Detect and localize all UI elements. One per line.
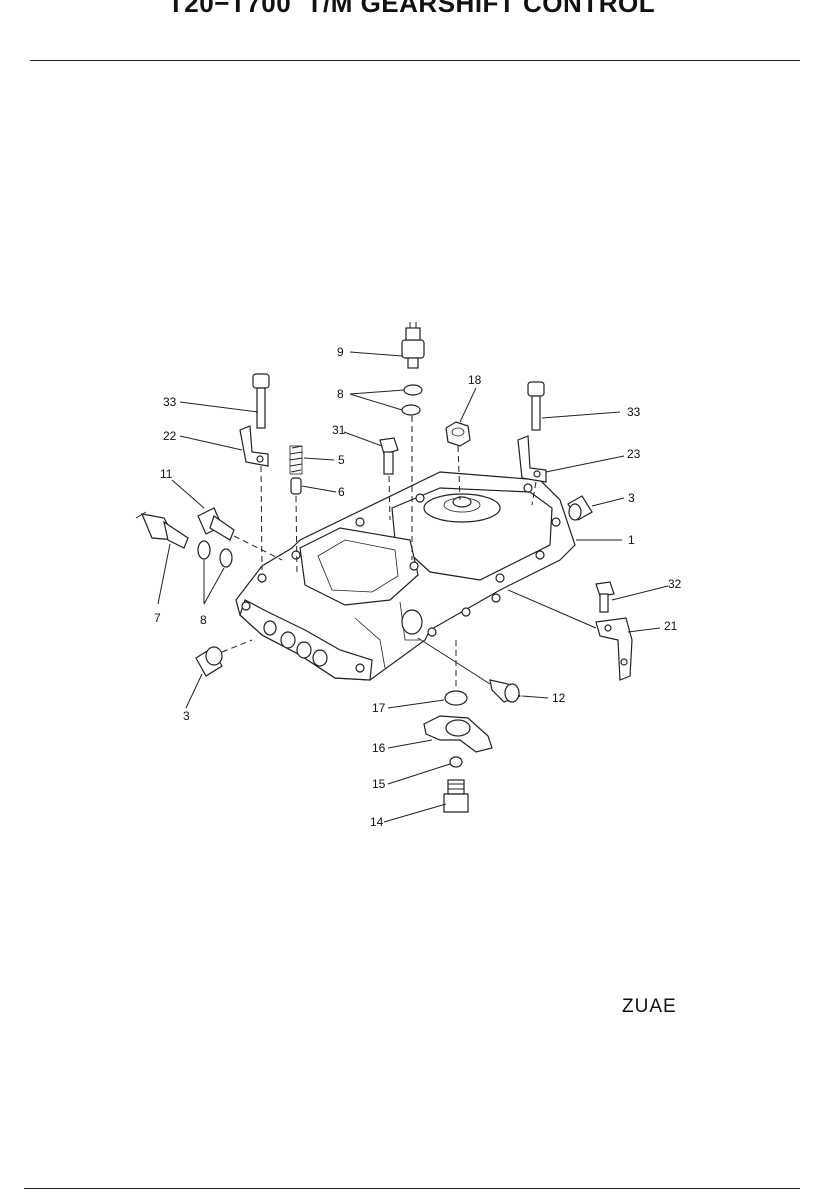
callout-16: 16 (372, 741, 386, 755)
callout-32: 32 (668, 577, 682, 591)
page-title: T20−T700 T/M GEARSHIFT CONTROL (167, 0, 656, 18)
callout-3-left: 3 (183, 709, 190, 723)
callout-6: 6 (338, 485, 345, 499)
part-17-washer (444, 690, 468, 706)
part-8-washer-a (197, 540, 211, 560)
callout-23: 23 (627, 447, 641, 461)
gearshift-case (235, 471, 576, 681)
callout-33-left: 33 (163, 395, 177, 409)
part-8-washer-upper (403, 384, 423, 396)
callout-14: 14 (370, 815, 384, 829)
callout-21: 21 (664, 619, 678, 633)
callout-3-right: 3 (628, 491, 635, 505)
callout-8-top: 8 (337, 387, 344, 401)
callout-33-right: 33 (627, 405, 641, 419)
part-33-bolt-right (527, 381, 545, 431)
callout-labels: 9 8 18 33 33 22 31 5 23 11 6 3 1 7 8 32 … (154, 345, 682, 829)
part-16-cover (423, 715, 493, 753)
part-6-plunger (290, 477, 302, 495)
bottom-rule (24, 1188, 800, 1189)
part-32-bolt (595, 581, 615, 613)
diagram-code: ZUAE (622, 996, 677, 1017)
part-14-plug (443, 779, 469, 813)
part-15-ball (449, 756, 463, 768)
part-8-washer-lower (401, 404, 421, 416)
callout-12: 12 (552, 691, 566, 705)
callout-22: 22 (163, 429, 177, 443)
callout-9: 9 (337, 345, 344, 359)
part-11-switch (197, 507, 235, 541)
part-3-plug-left (195, 646, 223, 677)
callout-5: 5 (338, 453, 345, 467)
callout-1: 1 (628, 533, 635, 547)
callout-31: 31 (332, 423, 346, 437)
part-9-switch (401, 322, 425, 369)
leader-lines (157, 351, 669, 823)
part-21-bracket (595, 617, 633, 681)
part-12-bolt (489, 679, 522, 703)
part-33-bolt-left (252, 373, 270, 429)
part-18-nut (445, 421, 471, 447)
part-23-bracket (517, 435, 547, 483)
part-5-spring (289, 445, 303, 475)
part-3-plug-right (567, 495, 593, 521)
callout-11: 11 (160, 467, 173, 481)
part-31-bolt (379, 437, 399, 475)
callout-7: 7 (154, 611, 161, 625)
callout-8-left: 8 (200, 613, 207, 627)
callout-17: 17 (372, 701, 386, 715)
top-rule (30, 60, 800, 61)
callout-15: 15 (372, 777, 386, 791)
part-22-bracket (239, 425, 269, 467)
part-7-switch (135, 511, 189, 549)
callout-18: 18 (468, 373, 482, 387)
part-8-washer-b (219, 548, 233, 568)
